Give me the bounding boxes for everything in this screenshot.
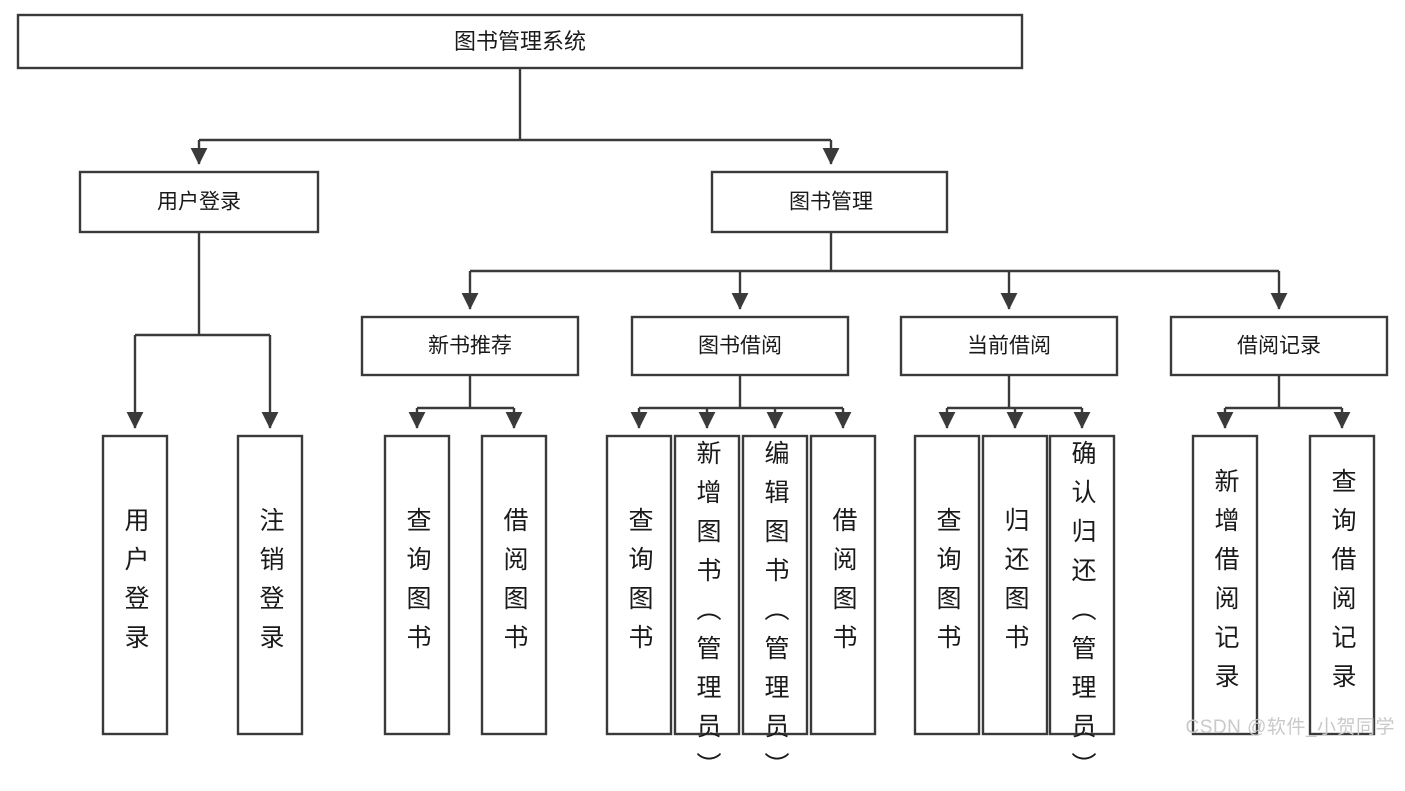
node-borrow-record[interactable]: 借阅记录 [1169, 315, 1389, 377]
leaf-box-borrow-book-2[interactable] [809, 434, 877, 736]
node-root[interactable]: 图书管理系统 [16, 13, 1024, 70]
leaf-box-add-book[interactable] [673, 434, 741, 736]
node-current-borrow-label: 当前借阅 [967, 335, 1051, 358]
connector-group-book-management [461, 232, 1288, 310]
leaf-box-return-book[interactable] [981, 434, 1049, 736]
node-new-book-recommend-box[interactable] [360, 315, 580, 377]
node-book-management[interactable]: 图书管理 [710, 170, 949, 234]
leaf-box-user-login[interactable] [101, 434, 169, 736]
system-architecture-diagram: 图书管理系统 用户登录 图书管理 新书推荐 图书借阅 当前借阅 借阅记录 [16, 13, 1389, 736]
node-borrow-record-label: 借阅记录 [1237, 335, 1321, 358]
connector-group-user-login [126, 232, 279, 429]
node-user-login[interactable]: 用户登录 [78, 170, 320, 234]
leaf-box-borrow-book-1[interactable] [480, 434, 548, 736]
connector-group-borrow-record [1216, 375, 1351, 429]
node-book-borrow[interactable]: 图书借阅 [630, 315, 850, 377]
watermark-credit: CSDN @软件_小贺同学 [1185, 717, 1395, 738]
leaf-box-query-book-1[interactable] [383, 434, 451, 736]
node-book-management-label: 图书管理 [789, 191, 873, 214]
connector-group-new-book-recommend [408, 375, 523, 429]
node-user-login-box[interactable] [78, 170, 320, 234]
leaf-box-query-book-2[interactable] [605, 434, 673, 736]
node-book-management-box[interactable] [710, 170, 949, 234]
leaf-box-edit-book[interactable] [741, 434, 809, 736]
node-user-login-label: 用户登录 [157, 191, 241, 214]
node-root-label: 图书管理系统 [454, 29, 586, 54]
node-new-book-recommend[interactable]: 新书推荐 [360, 315, 580, 377]
node-new-book-recommend-label: 新书推荐 [428, 335, 512, 358]
connector-group-root [190, 68, 840, 165]
node-root-box[interactable] [16, 13, 1024, 70]
leaf-box-logout[interactable] [236, 434, 304, 736]
leaf-box-confirm-return[interactable] [1048, 434, 1116, 736]
leaf-boxes [101, 434, 1376, 736]
node-book-borrow-box[interactable] [630, 315, 850, 377]
node-current-borrow[interactable]: 当前借阅 [899, 315, 1119, 377]
leaf-box-query-record[interactable] [1308, 434, 1376, 736]
node-borrow-record-box[interactable] [1169, 315, 1389, 377]
flowchart-canvas: 图书管理系统 用户登录 图书管理 新书推荐 图书借阅 当前借阅 借阅记录 [16, 13, 1395, 791]
node-current-borrow-box[interactable] [899, 315, 1119, 377]
connector-group-current-borrow [938, 375, 1091, 429]
leaf-box-query-book-3[interactable] [913, 434, 981, 736]
connector-group-book-borrow [630, 375, 852, 429]
node-book-borrow-label: 图书借阅 [698, 335, 782, 358]
leaf-box-add-record[interactable] [1191, 434, 1259, 736]
